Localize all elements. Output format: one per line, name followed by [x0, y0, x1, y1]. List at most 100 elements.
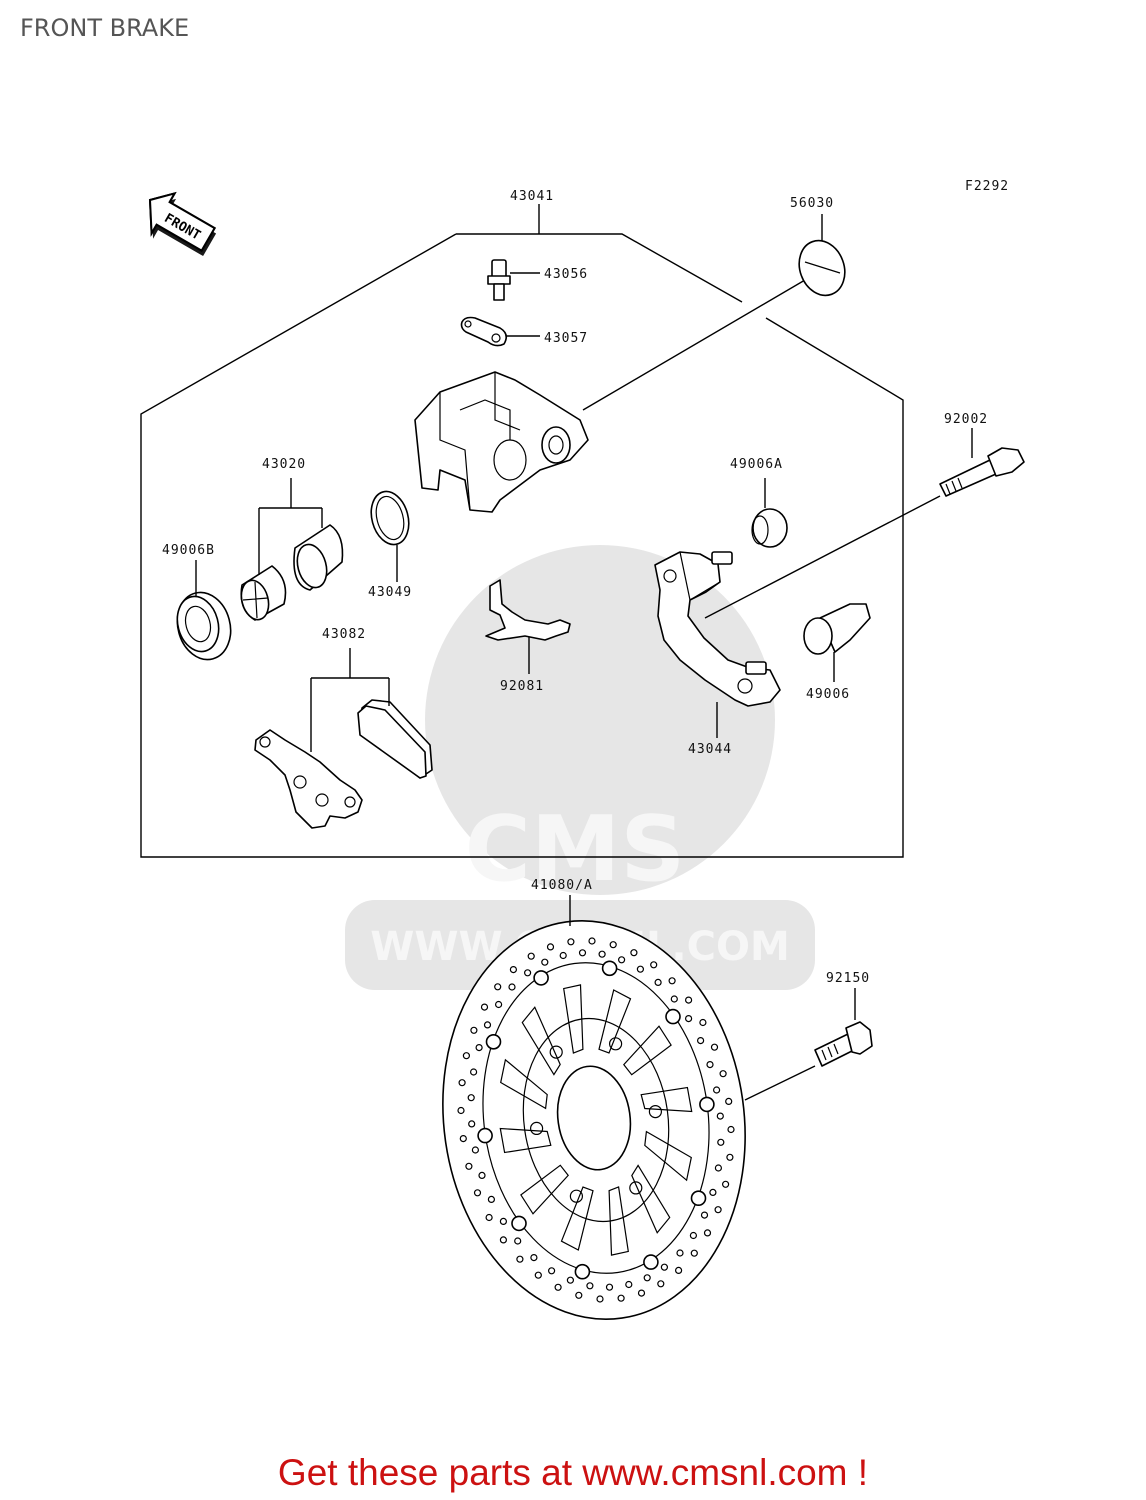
disc-hole: [719, 1070, 727, 1078]
disc-hole: [514, 1237, 522, 1245]
hub-bolt-hole: [648, 1104, 663, 1119]
label-92002: 92002: [944, 412, 988, 427]
hub-bolt-hole: [629, 1181, 643, 1195]
label-49006A: 49006A: [730, 457, 783, 472]
disc-rivet: [533, 970, 549, 986]
disc-hole: [588, 937, 596, 945]
disc-vent: [640, 1086, 693, 1113]
disc-hole: [726, 1153, 734, 1161]
label-41080A: 41080/A: [531, 878, 593, 893]
disc-bolt-icon: [814, 1021, 873, 1067]
disc-hole: [637, 1289, 646, 1297]
disc-rivet: [574, 1263, 591, 1280]
brake-pad-icon: [357, 699, 433, 779]
pad-spring-icon: [485, 579, 571, 641]
footer-parts-link[interactable]: Get these parts at www.cmsnl.com !: [277, 1452, 869, 1493]
disc-hole: [684, 996, 693, 1004]
disc-hole: [684, 1014, 693, 1023]
hub-bolt-hole: [549, 1045, 563, 1059]
disc-hole: [714, 1164, 723, 1172]
disc-hole: [689, 1231, 698, 1240]
disc-rivet: [690, 1190, 707, 1206]
page-title: FRONT BRAKE: [20, 14, 190, 42]
front-arrow-icon: FRONT: [148, 191, 217, 257]
disc-hole: [657, 1280, 665, 1288]
disc-hole: [699, 1018, 707, 1027]
disc-hole: [609, 941, 617, 949]
label-43082: 43082: [322, 627, 366, 642]
disc-rivet: [485, 1034, 502, 1050]
disc-hole: [475, 1043, 483, 1052]
disc-hole: [547, 1267, 556, 1275]
disc-hole: [725, 1097, 733, 1106]
disc-hole: [598, 950, 606, 958]
disc-hole: [727, 1125, 735, 1134]
disc-hole: [578, 949, 587, 957]
label-49006B: 49006B: [162, 543, 215, 558]
disc-hole: [700, 1211, 709, 1219]
disc-vent: [598, 989, 632, 1054]
disc-hole: [458, 1079, 466, 1087]
disc-hole: [459, 1134, 467, 1143]
brake-disc-icon: [442, 920, 746, 1320]
disc-hole: [643, 1274, 651, 1282]
disc-hole: [508, 983, 516, 991]
disc-hole: [617, 956, 626, 964]
disc-vent: [623, 1025, 672, 1076]
label-56030: 56030: [790, 196, 834, 211]
disc-hole: [566, 1276, 575, 1284]
label-43041: 43041: [510, 189, 554, 204]
disc-hole: [478, 1171, 486, 1180]
disc-hole: [468, 1120, 476, 1128]
disc-hole: [494, 983, 502, 991]
label-92150: 92150: [826, 971, 870, 986]
caliper-bracket-icon: [654, 551, 781, 707]
disc-hole: [554, 1283, 562, 1291]
disc-hole: [714, 1206, 722, 1214]
bracket-bolt-icon: [939, 447, 1025, 497]
disc-hole: [703, 1229, 712, 1237]
disc-vent: [521, 1006, 561, 1076]
caliper-cap-icon: [798, 239, 846, 297]
hub-bolt-hole: [608, 1037, 623, 1051]
disc-hole: [527, 952, 535, 960]
disc-hole: [712, 1086, 721, 1094]
disc-hole: [690, 1249, 698, 1257]
disc-rivet: [665, 1008, 681, 1025]
disc-hole: [630, 949, 638, 957]
label-43049: 43049: [368, 585, 412, 600]
disc-hole: [586, 1282, 594, 1290]
hub-bolt-hole: [569, 1189, 584, 1203]
disc-hole: [596, 1295, 604, 1303]
disc-hole: [473, 1189, 482, 1197]
disc-vent: [520, 1164, 569, 1215]
piston-large-icon: [293, 524, 344, 591]
disc-hole: [716, 1112, 724, 1120]
disc-hole: [721, 1180, 730, 1188]
disc-hole: [516, 1255, 524, 1263]
disc-hole: [676, 1249, 684, 1257]
disc-vent: [608, 1186, 629, 1256]
diagram-code: F2292: [965, 179, 1009, 194]
disc-hole: [457, 1106, 465, 1115]
disc-hole: [625, 1280, 633, 1289]
bleeder-valve-icon: [487, 259, 511, 301]
piston-small-icon: [240, 565, 287, 621]
disc-rivet: [601, 960, 618, 977]
piston-seal-icon: [370, 490, 410, 546]
label-49006: 49006: [806, 687, 850, 702]
disc-hole: [706, 1060, 714, 1069]
disc-vent: [560, 1186, 594, 1251]
disc-hole: [617, 1294, 625, 1302]
collar-upper-icon: [751, 508, 788, 548]
caliper-body-icon: [414, 371, 589, 513]
disc-hole: [567, 938, 575, 946]
disc-hole: [499, 1217, 507, 1226]
disc-hole: [559, 951, 567, 960]
disc-vent: [563, 984, 584, 1054]
disc-rivet: [477, 1127, 493, 1144]
disc-rivet: [699, 1096, 715, 1113]
disc-hole: [710, 1043, 719, 1051]
label-43044: 43044: [688, 742, 732, 757]
